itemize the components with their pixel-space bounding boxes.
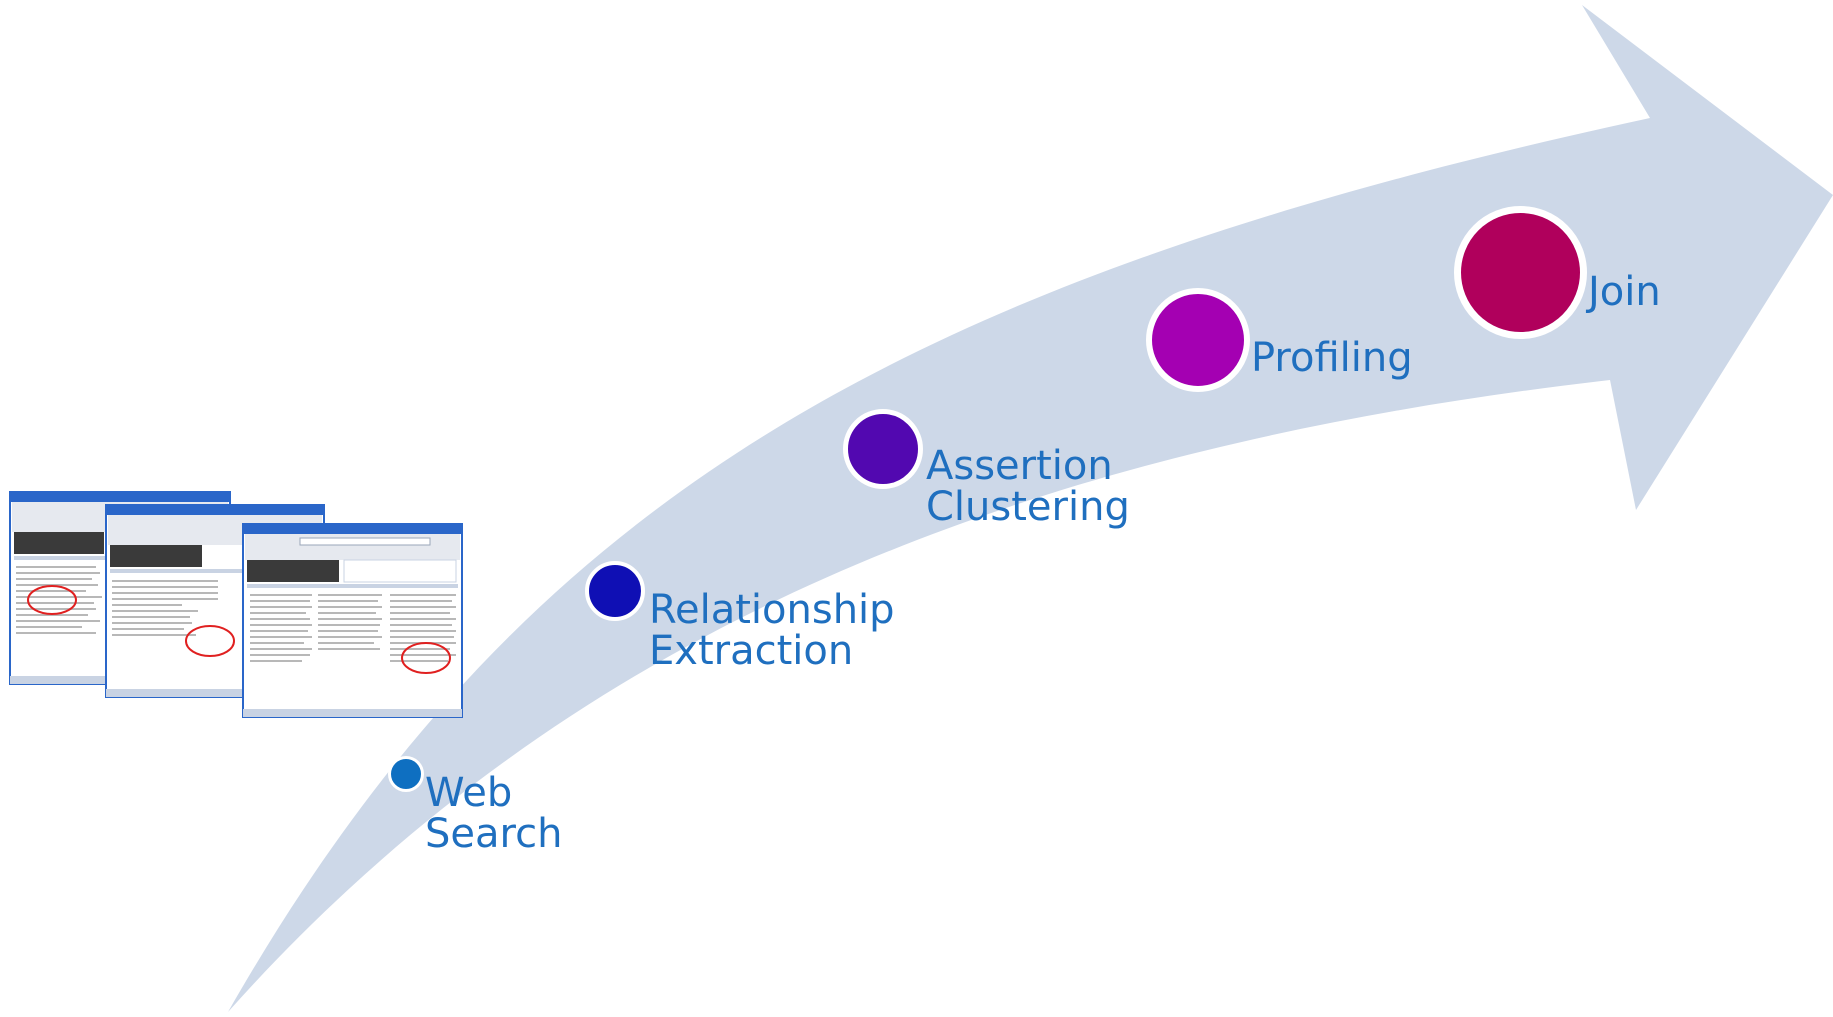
highlight-ring [401, 642, 451, 674]
browser-window-thumb-3 [242, 523, 463, 718]
web-page-thumbnails [9, 491, 463, 718]
progress-arrow [228, 5, 1833, 1012]
stage-label-profiling: Profiling [1251, 335, 1413, 381]
stage-node-relationship-extraction [585, 561, 645, 621]
stage-node-assertion-clustering [843, 409, 923, 489]
stage-node-profiling [1146, 288, 1250, 392]
stage-node-web-search [388, 756, 424, 792]
highlight-ring [185, 625, 235, 657]
stage-label-join: Join [1588, 269, 1661, 315]
highlight-ring [27, 585, 77, 615]
stage-node-join [1454, 206, 1587, 339]
